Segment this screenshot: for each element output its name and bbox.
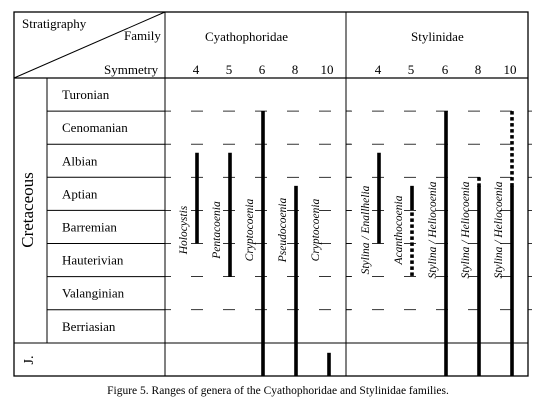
symmetry-value: 5 <box>408 62 415 77</box>
range-bar <box>510 185 514 376</box>
symmetry-value: 8 <box>475 62 482 77</box>
range-bar <box>294 185 298 376</box>
range-bar-uncertain <box>510 141 514 145</box>
range-bar <box>444 111 448 376</box>
range-bar-uncertain <box>410 248 414 252</box>
symmetry-value: 5 <box>226 62 233 77</box>
range-bars <box>195 111 514 376</box>
symmetry-value: 10 <box>504 62 517 77</box>
stage-label: Hauterivian <box>62 253 124 268</box>
genus-label: Holocystis <box>178 205 190 255</box>
range-bar-uncertain <box>410 242 414 246</box>
header-family-cyathophoridae: Cyathophoridae <box>205 29 288 44</box>
range-bar-uncertain <box>510 147 514 151</box>
range-bar-uncertain <box>510 129 514 133</box>
genus-label: Cryptocoenia <box>244 198 256 261</box>
symmetry-value: 4 <box>193 62 200 77</box>
range-bar-uncertain <box>410 236 414 240</box>
symmetry-value: 8 <box>292 62 299 77</box>
header-family-stylinidae: Stylinidae <box>411 29 464 44</box>
range-bar-uncertain <box>410 224 414 228</box>
range-bar-uncertain <box>410 266 414 270</box>
range-bar-uncertain <box>410 272 414 276</box>
stage-label: Berriasian <box>62 319 116 334</box>
stage-label: Barremian <box>62 219 117 234</box>
symmetry-value: 10 <box>321 62 334 77</box>
system-label-jurassic: J. <box>22 356 37 365</box>
stage-label: Cenomanian <box>62 120 128 135</box>
figure-caption: Figure 5. Ranges of genera of the Cyatho… <box>107 385 449 397</box>
range-bar-uncertain <box>477 183 481 187</box>
header-corner-stratigraphy: Stratigraphy <box>22 16 87 31</box>
genus-label: Pentacoenia <box>211 201 223 260</box>
range-bar-uncertain <box>510 165 514 169</box>
genus-label: Stylina / Enallhelia <box>360 185 372 274</box>
symmetry-value: 6 <box>259 62 266 77</box>
range-bar <box>327 352 331 376</box>
genus-label: Stylina / Heliocoenia <box>427 181 439 278</box>
range-bar <box>228 152 232 277</box>
range-bar-uncertain <box>410 230 414 234</box>
range-bar-uncertain <box>410 260 414 264</box>
genus-label: Cryptocoenia <box>310 198 322 261</box>
range-bar-uncertain <box>510 111 514 115</box>
range-bar-uncertain <box>477 177 481 181</box>
range-bar <box>410 185 414 211</box>
stage-label: Albian <box>62 153 98 168</box>
range-bar-uncertain <box>510 159 514 163</box>
header-symmetry-label: Symmetry <box>104 62 159 77</box>
stage-boundaries <box>47 110 165 311</box>
stage-labels: TuronianCenomanianAlbianAptianBarremianH… <box>62 87 128 334</box>
range-bar <box>477 185 481 376</box>
range-bar-uncertain <box>510 171 514 175</box>
stage-label: Aptian <box>62 186 98 201</box>
range-bar-uncertain <box>510 183 514 187</box>
range-bar-uncertain <box>510 153 514 157</box>
range-bar-uncertain <box>410 254 414 258</box>
range-bar-uncertain <box>510 117 514 121</box>
range-bar-uncertain <box>510 123 514 127</box>
range-chart: Stratigraphy Family Symmetry Cyathophori… <box>13 11 532 377</box>
genus-label: Acanthocoenia <box>393 195 405 265</box>
range-bar-uncertain <box>510 135 514 139</box>
header-corner-family: Family <box>124 28 161 43</box>
genus-label: Pseudocoenia <box>277 198 289 264</box>
range-bar-uncertain <box>510 177 514 181</box>
range-bar <box>195 152 199 244</box>
range-bar-uncertain <box>410 218 414 222</box>
symmetry-values: 4 5 6 8 10 4 5 6 8 10 <box>193 62 517 77</box>
genus-labels: Holocystis Pentacoenia Cryptocoenia Pseudoc… <box>178 181 505 278</box>
symmetry-value: 6 <box>442 62 449 77</box>
system-label-cretaceous: Cretaceous <box>18 172 37 248</box>
range-bar-uncertain <box>410 212 414 216</box>
genus-label: Stylina / Heliocoenia <box>460 181 472 278</box>
stage-label: Valanginian <box>62 286 125 301</box>
symmetry-value: 4 <box>375 62 382 77</box>
genus-label: Stylina / Heliocoenia <box>493 181 505 278</box>
range-bar <box>377 152 381 244</box>
range-bar <box>261 111 265 376</box>
stage-label: Turonian <box>62 87 110 102</box>
